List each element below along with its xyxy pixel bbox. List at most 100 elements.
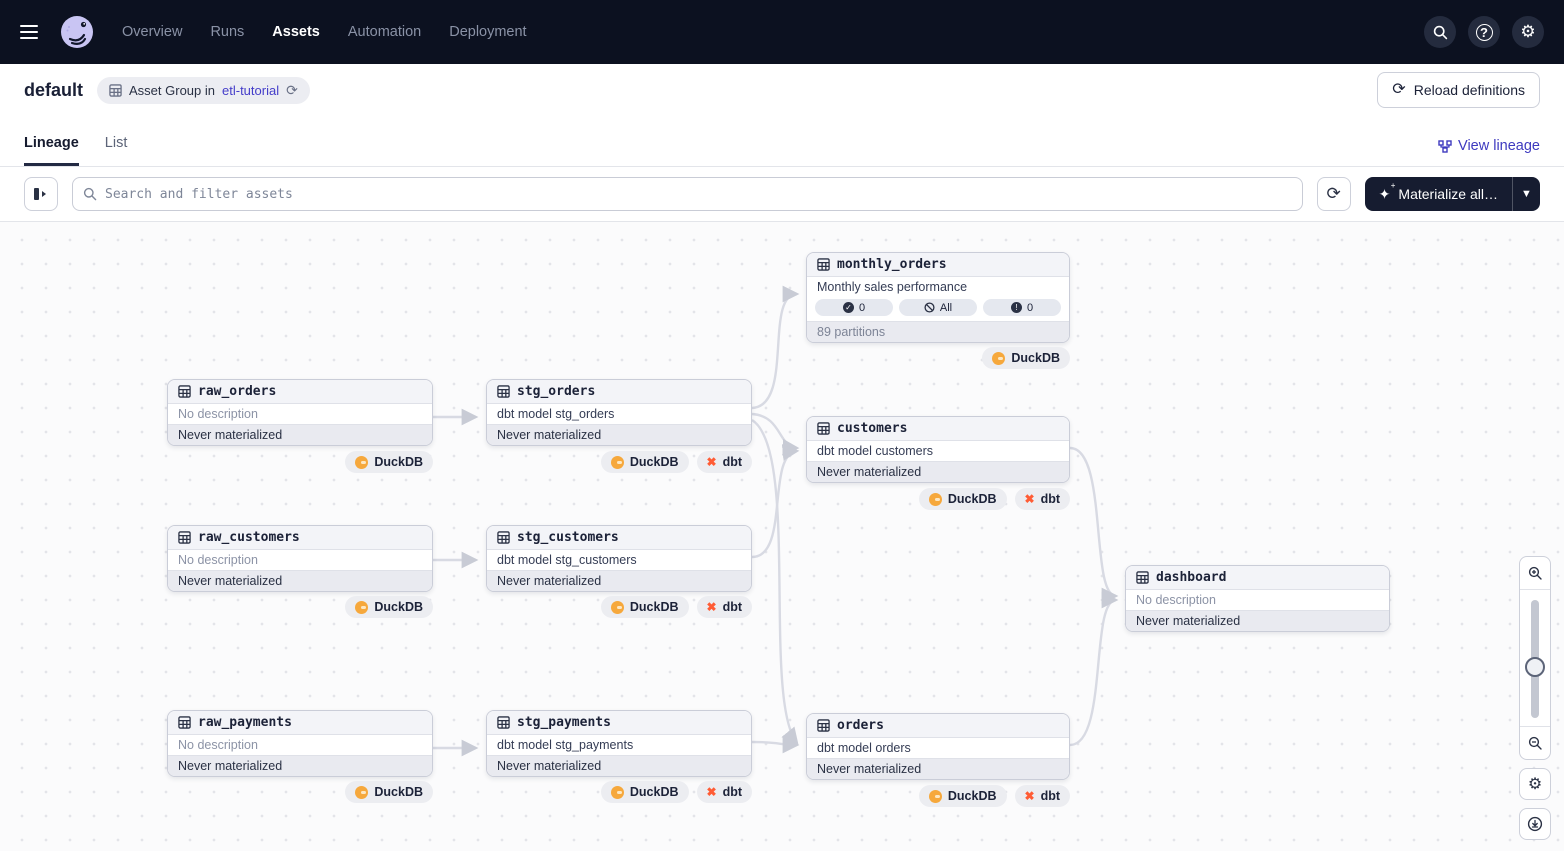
asset-status: Never materialized (487, 424, 751, 445)
asset-node-raw-customers[interactable]: raw_customers No description Never mater… (167, 525, 433, 592)
table-icon (178, 716, 191, 729)
zoom-out-icon[interactable] (1520, 727, 1550, 759)
nav-item-automation[interactable]: Automation (347, 24, 422, 40)
graph-settings-gear-icon[interactable]: ⚙ (1519, 768, 1551, 800)
asset-node-raw-payments[interactable]: raw_payments No description Never materi… (167, 710, 433, 777)
duckdb-badge[interactable]: DuckDB (918, 488, 1007, 510)
table-icon (497, 716, 510, 729)
zoom-controls (1519, 556, 1551, 760)
asset-name: dashboard (1156, 570, 1227, 585)
asset-status: Never materialized (168, 424, 432, 445)
asset-description: dbt model orders (817, 741, 911, 755)
dbt-badge[interactable]: ✖dbt (1014, 785, 1070, 807)
asset-node-dashboard[interactable]: dashboard No description Never materiali… (1125, 565, 1390, 632)
asset-description: dbt model customers (817, 444, 934, 458)
asset-name: monthly_orders (837, 257, 947, 272)
lineage-canvas[interactable]: monthly_orders Monthly sales performance… (0, 222, 1564, 851)
lineage-graph-icon (1438, 139, 1452, 153)
settings-gear-icon[interactable]: ⚙ (1512, 16, 1544, 48)
search-icon[interactable] (1424, 16, 1456, 48)
materialize-split-button: ✦ Materialize all… ▼ (1364, 177, 1540, 211)
duckdb-badge[interactable]: DuckDB (345, 451, 433, 473)
lineage-edges (433, 285, 1119, 757)
nav-item-deployment[interactable]: Deployment (449, 24, 527, 40)
nav-item-assets[interactable]: Assets (272, 24, 320, 40)
partition-health-pills: ✓0 All !0 (807, 297, 1069, 321)
help-icon[interactable]: ? (1468, 16, 1500, 48)
dbt-badge[interactable]: ✖dbt (696, 781, 752, 803)
open-sidebar-panel-icon[interactable] (24, 177, 58, 211)
asset-name: stg_orders (517, 384, 596, 399)
search-input[interactable] (72, 177, 1303, 211)
duckdb-icon (992, 351, 1006, 365)
asset-description: No description (178, 738, 258, 752)
table-icon (497, 531, 510, 544)
zoom-slider[interactable] (1520, 589, 1550, 727)
view-lineage-link[interactable]: View lineage (1438, 138, 1540, 166)
asset-name: raw_orders (198, 384, 277, 399)
asset-status: Never materialized (1126, 610, 1389, 631)
badge-row: DuckDB (345, 596, 433, 618)
nav-item-runs[interactable]: Runs (210, 24, 245, 40)
duckdb-icon (355, 455, 369, 469)
asset-status: Never materialized (807, 461, 1069, 482)
asset-name: stg_payments (517, 715, 611, 730)
table-icon (817, 258, 830, 271)
dbt-badge[interactable]: ✖dbt (696, 451, 752, 473)
top-nav: Overview Runs Assets Automation Deployme… (0, 0, 1564, 64)
asset-node-orders[interactable]: orders dbt model orders Never materializ… (806, 713, 1070, 780)
duckdb-badge[interactable]: DuckDB (600, 451, 689, 473)
duckdb-icon (355, 600, 369, 614)
duckdb-badge[interactable]: DuckDB (345, 781, 433, 803)
tab-list[interactable]: List (104, 135, 128, 151)
dagster-logo-icon[interactable] (60, 15, 94, 49)
asset-description: No description (178, 553, 258, 567)
materialized-count-pill[interactable]: ✓0 (815, 299, 893, 316)
asset-node-monthly-orders[interactable]: monthly_orders Monthly sales performance… (806, 252, 1070, 343)
asset-status: Never materialized (168, 755, 432, 776)
hamburger-menu-icon[interactable] (20, 20, 44, 44)
asset-partitions: 89 partitions (807, 321, 1069, 342)
asset-status: Never materialized (487, 755, 751, 776)
duckdb-badge[interactable]: DuckDB (345, 596, 433, 618)
asset-node-stg-customers[interactable]: stg_customers dbt model stg_customers Ne… (486, 525, 752, 592)
refresh-graph-icon[interactable]: ⟳ (1316, 177, 1351, 211)
missing-count-pill[interactable]: All (899, 299, 977, 316)
dbt-icon: ✖ (706, 600, 717, 614)
page-header: default Asset Group in etl-tutorial ⟳ ⟳ … (0, 64, 1564, 116)
dbt-badge[interactable]: ✖dbt (696, 596, 752, 618)
graph-toolbar: ⟳ ✦ Materialize all… ▼ (0, 167, 1564, 222)
materialize-all-button[interactable]: ✦ Materialize all… (1364, 177, 1512, 211)
table-icon (817, 422, 830, 435)
nav-item-overview[interactable]: Overview (122, 24, 183, 40)
zoom-in-icon[interactable] (1520, 557, 1550, 589)
code-location-link[interactable]: etl-tutorial (222, 82, 280, 98)
duckdb-badge[interactable]: DuckDB (982, 347, 1070, 369)
check-icon: ✓ (842, 302, 854, 313)
duckdb-icon (610, 785, 624, 799)
asset-node-stg-payments[interactable]: stg_payments dbt model stg_payments Neve… (486, 710, 752, 777)
refresh-icon[interactable]: ⟳ (286, 82, 298, 98)
nav-items: Overview Runs Assets Automation Deployme… (122, 24, 527, 40)
duckdb-badge[interactable]: DuckDB (600, 781, 689, 803)
asset-description: dbt model stg_orders (497, 407, 615, 421)
tab-lineage[interactable]: Lineage (24, 135, 79, 166)
asset-group-chip: Asset Group in etl-tutorial ⟳ (97, 76, 310, 104)
table-icon (109, 83, 122, 97)
dbt-badge[interactable]: ✖dbt (1014, 488, 1070, 510)
materialize-dropdown-caret-icon[interactable]: ▼ (1512, 177, 1540, 211)
duckdb-badge[interactable]: DuckDB (918, 785, 1007, 807)
duckdb-icon (928, 492, 942, 506)
duckdb-icon (355, 785, 369, 799)
asset-node-customers[interactable]: customers dbt model customers Never mate… (806, 416, 1070, 483)
zoom-slider-handle[interactable] (1525, 657, 1545, 677)
exclamation-icon: ! (1010, 302, 1022, 313)
reload-definitions-button[interactable]: ⟳ Reload definitions (1377, 72, 1540, 108)
duckdb-badge[interactable]: DuckDB (600, 596, 689, 618)
failed-count-pill[interactable]: !0 (983, 299, 1061, 316)
asset-node-raw-orders[interactable]: raw_orders No description Never material… (167, 379, 433, 446)
sparkle-icon: ✦ (1379, 182, 1395, 201)
recenter-graph-icon[interactable] (1519, 808, 1551, 840)
asset-node-stg-orders[interactable]: stg_orders dbt model stg_orders Never ma… (486, 379, 752, 446)
asset-description: No description (178, 407, 258, 421)
